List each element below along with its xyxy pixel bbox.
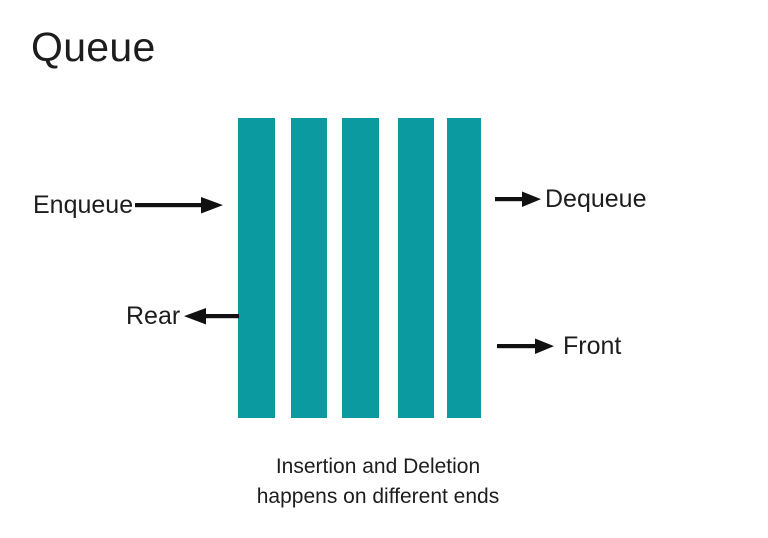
queue-bar <box>342 118 379 418</box>
front-label: Front <box>563 331 622 360</box>
rear-label: Rear <box>126 301 181 330</box>
caption-line-1: Insertion and Deletion <box>275 455 481 478</box>
page-title: Queue <box>31 24 156 70</box>
annotation-front: Front <box>497 333 621 359</box>
caption-line-2: happens on different ends <box>256 484 500 508</box>
arrow-right-icon <box>135 197 224 214</box>
queue-bar <box>291 118 327 418</box>
annotation-rear: Rear <box>126 301 240 330</box>
queue-bar <box>398 118 434 418</box>
queue-bar <box>447 118 481 418</box>
annotation-enqueue: Enqueue <box>33 190 224 219</box>
queue-bar <box>238 118 275 418</box>
diagram-caption: Insertion and Deletion happens on differ… <box>178 452 578 512</box>
arrow-right-icon <box>495 191 541 207</box>
enqueue-label: Enqueue <box>33 190 134 219</box>
dequeue-label: Dequeue <box>545 184 647 213</box>
annotation-dequeue: Dequeue <box>495 186 646 212</box>
arrow-right-icon <box>497 338 554 354</box>
arrow-left-icon <box>184 308 240 325</box>
